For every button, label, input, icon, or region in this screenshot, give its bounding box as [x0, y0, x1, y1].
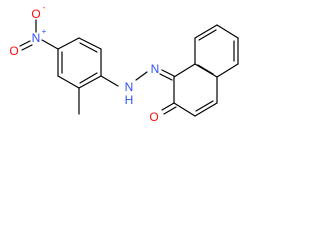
bond-c3-c4 [194, 102, 218, 117]
charge-nitro-o-minus: - [43, 3, 46, 12]
bond-c4a-c8a [194, 63, 218, 78]
atom-nitro-n: N [32, 31, 41, 45]
bond-ring-a-4 [57, 75, 80, 89]
bond-ring-to-nitro-n [41, 39, 59, 50]
nitro-group: O - N + O [9, 3, 59, 58]
bond-c4a-c8a-inner [197, 64, 214, 75]
atom-nh-n: N [125, 80, 134, 94]
bond-ring-to-nh [100, 75, 119, 87]
bond-c2-o-b [163, 106, 177, 115]
bond-nitro-n-o-left-1 [19, 40, 31, 47]
bond-c2-o-a [161, 102, 175, 111]
bond-ring-a-3 [78, 75, 102, 89]
bond-c8-c7-inner [198, 29, 217, 41]
hydrazone-linker: N H N [100, 62, 175, 107]
atom-nitro-o-top: O [31, 7, 40, 21]
bond-ring-a-6 [57, 37, 80, 50]
bond-c8-c7 [194, 24, 218, 39]
bond-ring-a-inner-1 [79, 42, 98, 53]
bond-c2-c3 [173, 102, 196, 117]
chemical-structure-diagram: O - N + O N H N O [9, 3, 239, 124]
bond-ring-a-inner-2 [79, 72, 98, 84]
atom-azomethine-n: N [151, 62, 160, 76]
bond-nitro-n-o-left-2 [21, 44, 33, 51]
bond-nh-to-n [135, 71, 148, 81]
bond-c5-c4a [216, 63, 239, 78]
bond-c3-c4-inner [195, 100, 214, 112]
bond-c8a-c1 [173, 63, 196, 78]
bond-n-to-c1-b [159, 73, 173, 81]
atom-carbonyl-o: O [149, 110, 158, 124]
naphthalenone-rings [173, 24, 239, 117]
charge-nitro-n-plus: + [42, 27, 47, 36]
bond-c7-c6 [216, 24, 239, 39]
bond-n-to-c1-a [161, 69, 175, 77]
bond-ring-a-1 [78, 37, 102, 50]
carbonyl-group: O [149, 102, 177, 124]
atom-nh-h: H [125, 93, 134, 107]
nitrophenyl-ring [57, 37, 102, 89]
atom-nitro-o-left: O [9, 44, 18, 58]
